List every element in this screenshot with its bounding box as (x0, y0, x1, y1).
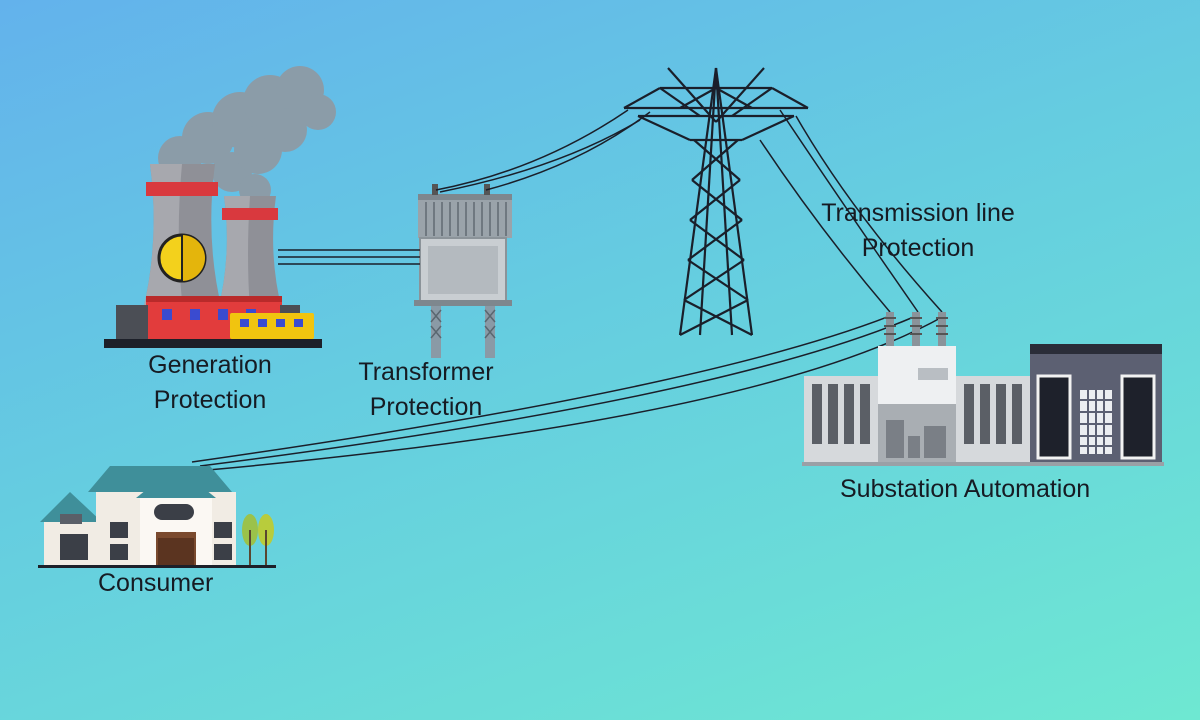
transformer-label-line-2: Protection (369, 393, 483, 421)
house-icon (38, 466, 276, 568)
substation-icon (802, 312, 1164, 466)
transformer-protection-label: Transformer Protection (336, 355, 516, 425)
power-plant-icon (104, 66, 336, 348)
transmission-tower-icon (623, 67, 809, 336)
transmission-line-protection-label: Transmission line Protection (800, 196, 1036, 266)
consumer-label: Consumer (98, 569, 214, 597)
transmission-label-line-1: Transmission line (821, 199, 1015, 227)
generation-protection-label: Generation Protection (130, 348, 290, 418)
generation-label-line-2: Protection (153, 386, 267, 414)
generation-label-line-1: Generation (148, 351, 272, 379)
transformer-label-line-1: Transformer (358, 358, 494, 386)
transformer-icon (414, 184, 512, 358)
substation-automation-label: Substation Automation (840, 475, 1091, 503)
transmission-label-line-2: Protection (861, 234, 975, 262)
smoke-icon (158, 66, 336, 206)
power-lines (191, 109, 945, 471)
